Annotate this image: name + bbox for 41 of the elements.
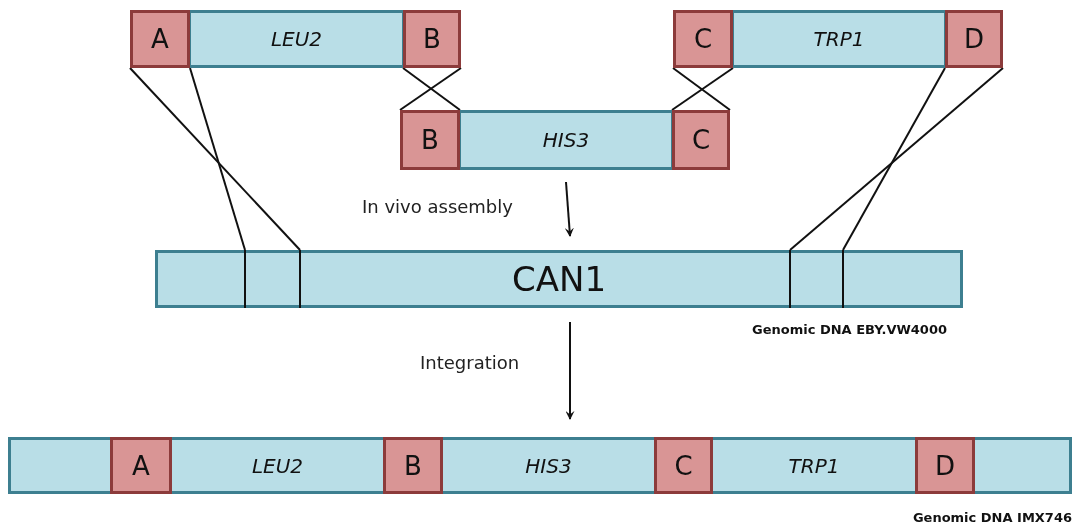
crossover-line xyxy=(842,67,946,251)
gene-segment xyxy=(155,250,963,308)
node-label: C xyxy=(691,125,711,155)
homology-box xyxy=(673,10,733,68)
node-label: D xyxy=(935,450,955,481)
node-label: D xyxy=(964,24,984,54)
node-label: C xyxy=(693,24,713,54)
gene-segment xyxy=(188,10,405,68)
homology-box xyxy=(403,10,461,68)
node-label: LEU2 xyxy=(251,453,304,478)
genomic-dna-bar xyxy=(8,437,1072,494)
node-label: HIS3 xyxy=(525,453,572,478)
homology-box xyxy=(130,10,190,68)
homology-box xyxy=(110,437,172,494)
node-label: HIS3 xyxy=(542,128,590,152)
gene-segment xyxy=(731,10,947,68)
homology-box xyxy=(915,437,975,494)
edge-label: In vivo assembly xyxy=(360,196,515,217)
node-label: CAN1 xyxy=(511,259,607,299)
homology-box xyxy=(654,437,713,494)
node-label: A xyxy=(132,450,150,481)
homology-box xyxy=(945,10,1003,68)
node-label: Genomic DNA IMX746 xyxy=(912,510,1072,525)
homology-box xyxy=(672,110,730,170)
node-label: LEU2 xyxy=(270,27,323,51)
crossover-line xyxy=(129,67,301,251)
node-label: TRP1 xyxy=(813,27,865,51)
node-label: TRP1 xyxy=(788,453,840,478)
crossover-line xyxy=(189,67,246,251)
crossover-line xyxy=(789,67,1004,251)
node-label: Genomic DNA EBY.VW4000 xyxy=(751,322,947,337)
node-label: A xyxy=(151,24,169,54)
node-label: B xyxy=(423,24,441,54)
node-label: B xyxy=(404,450,422,481)
arrow xyxy=(565,321,575,420)
homology-box xyxy=(400,110,460,170)
node-label: C xyxy=(674,450,693,481)
homology-box xyxy=(383,437,443,494)
gene-segment xyxy=(458,110,674,170)
arrow xyxy=(564,181,574,237)
node-label: B xyxy=(421,125,439,155)
